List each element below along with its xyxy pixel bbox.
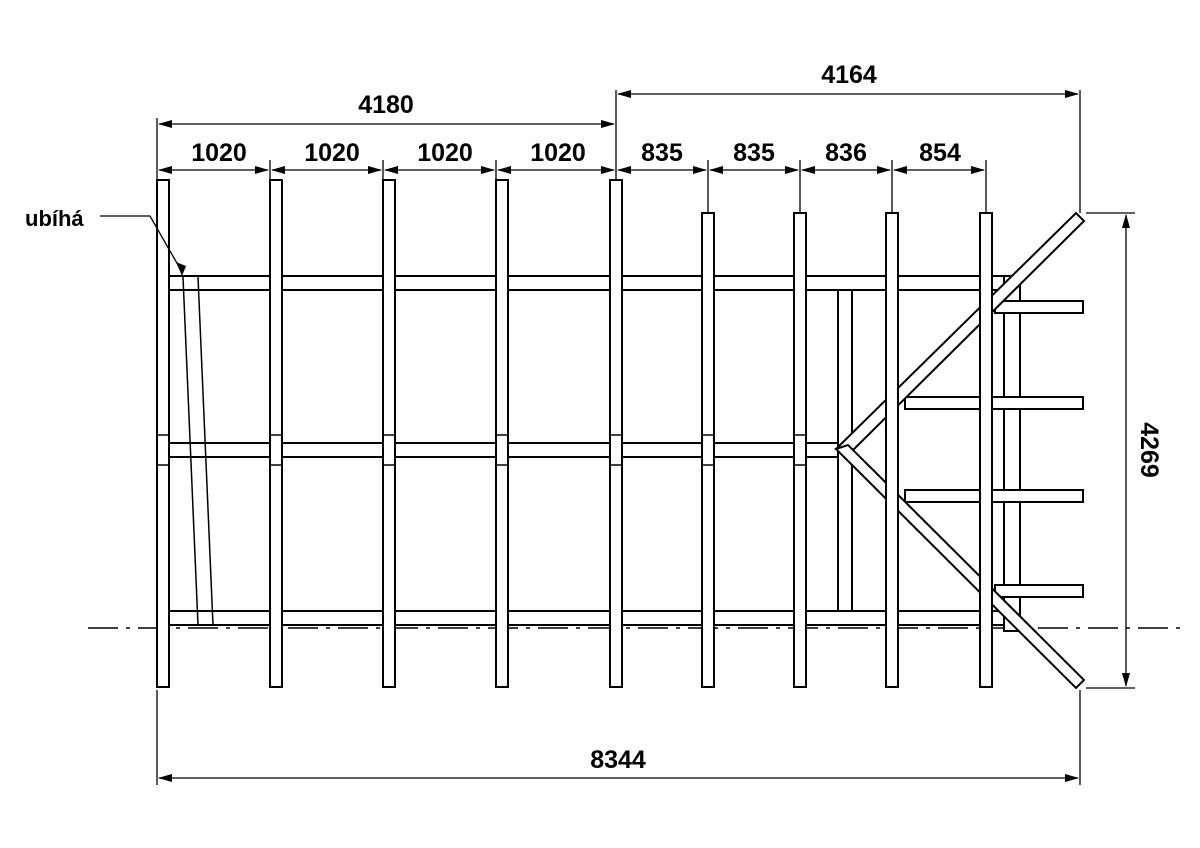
dim-left-section: 4180 xyxy=(358,91,414,119)
dim-overall-length: 8344 xyxy=(590,746,646,774)
dim-spacing: 1020 xyxy=(417,139,473,167)
dim-right-section: 4164 xyxy=(821,61,877,89)
dim-spacing: 1020 xyxy=(304,139,360,167)
dim-width: 4269 xyxy=(1135,422,1163,478)
dim-spacing: 836 xyxy=(825,139,867,167)
dim-spacing: 1020 xyxy=(191,139,247,167)
skewed-rafter xyxy=(182,276,214,626)
dim-spacing: 835 xyxy=(733,139,775,167)
joint-marks xyxy=(157,434,806,466)
dim-spacing: 1020 xyxy=(530,139,586,167)
jack-rafters xyxy=(904,300,1084,598)
hip-ridge-post xyxy=(1003,275,1021,632)
note-label: ubíhá xyxy=(25,206,84,231)
dimension-lines xyxy=(100,90,1135,785)
dimension-texts: 4164 4180 1020 1020 1020 1020 835 835 83… xyxy=(25,61,1163,774)
dim-spacing: 835 xyxy=(641,139,683,167)
dim-spacing: 854 xyxy=(919,139,961,167)
